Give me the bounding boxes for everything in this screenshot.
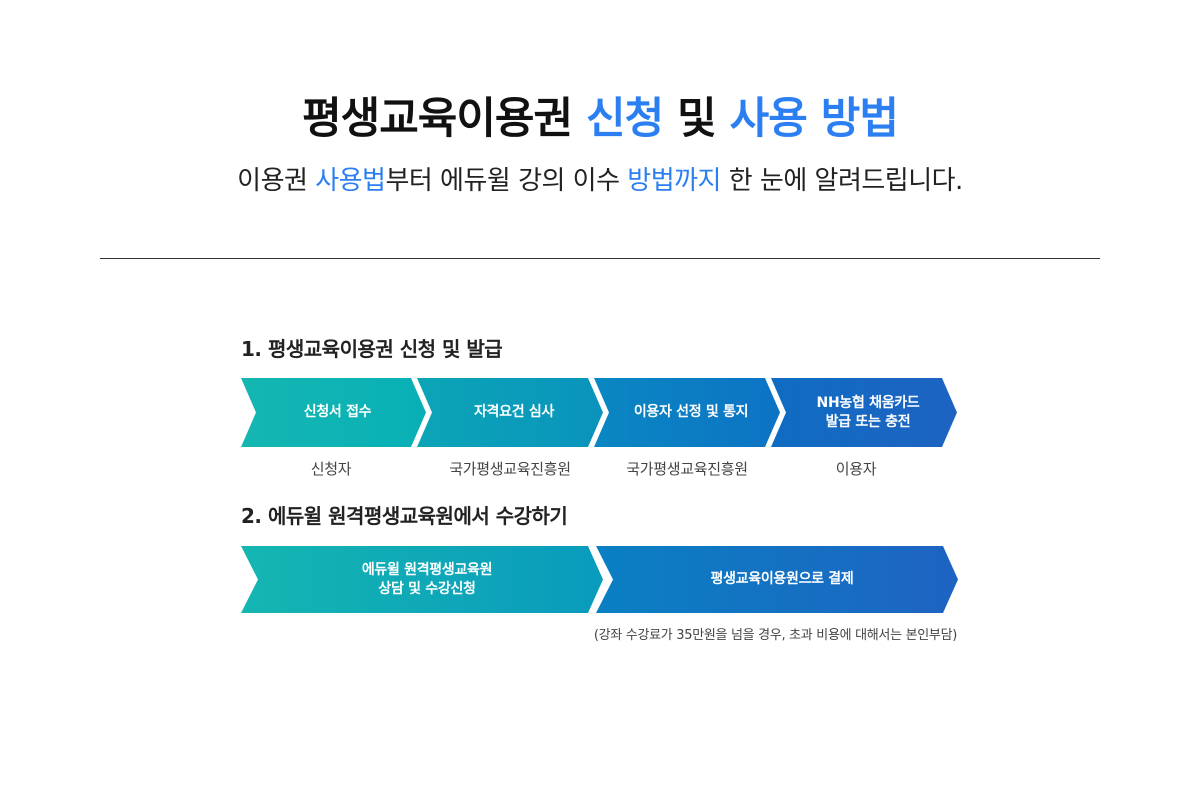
section2-heading: 2. 에듀윌 원격평생교육원에서 수강하기 [241, 504, 568, 528]
step-label: NH농협 채움카드 발급 또는 충전 [817, 394, 920, 432]
step-selection-notice: 이용자 선정 및 통지 [594, 378, 780, 447]
step-label-line: 신청서 접수 [303, 404, 372, 420]
step-label-line: 자격요건 심사 [473, 404, 555, 420]
title-text-highlight-2: 사용 방법 [729, 94, 899, 144]
step-label: 평생교육이용원으로 결제 [711, 570, 854, 589]
title-text-2: 및 [677, 94, 717, 144]
section-divider [100, 258, 1100, 259]
payment-note: (강좌 수강료가 35만원을 넘을 경우, 초과 비용에 대해서는 본인부담) [593, 628, 957, 643]
step-consult-enroll: 에듀윌 원격평생교육원 상담 및 수강신청 [241, 546, 603, 613]
section1-heading: 1. 평생교육이용권 신청 및 발급 [241, 337, 503, 361]
step-label-line: NH농협 채움카드 [816, 394, 920, 411]
step-label-line: 에듀윌 원격평생교육원 [361, 561, 493, 578]
subtitle-text-1: 이용권 [237, 166, 316, 196]
step-actor: 신청자 [310, 460, 352, 478]
step-card-issue: NH농협 채움카드 발급 또는 충전 [771, 378, 957, 447]
step-label-line: 상담 및 수강신청 [378, 580, 476, 597]
step-label: 이용자 선정 및 통지 [633, 403, 749, 422]
title-text-1: 평생교육이용권 [302, 94, 573, 144]
step-label: 신청서 접수 [303, 403, 372, 422]
step-application-received: 신청서 접수 [241, 378, 426, 447]
step-eligibility-review: 자격요건 심사 [417, 378, 603, 447]
step-label: 자격요건 심사 [474, 403, 554, 422]
step-actor: 국가평생교육진흥원 [449, 460, 571, 478]
subtitle-highlight-1: 사용법 [315, 166, 386, 196]
step-label-line: 발급 또는 충전 [825, 413, 911, 430]
step-label-line: 이용자 선정 및 통지 [633, 404, 749, 420]
step-payment: 평생교육이용원으로 결제 [596, 546, 958, 613]
step-actor: 이용자 [835, 460, 877, 478]
subtitle-text-2: 부터 에듀윌 강의 이수 [385, 166, 628, 196]
subtitle-highlight-2: 방법까지 [627, 166, 721, 196]
subtitle-text-3: 한 눈에 알려드립니다. [720, 166, 964, 196]
page-subtitle: 이용권 사용법부터 에듀윌 강의 이수 방법까지 한 눈에 알려드립니다. [0, 160, 1200, 197]
step-actor: 국가평생교육진흥원 [626, 460, 748, 478]
step-label-line: 평생교육이용원으로 결제 [710, 571, 854, 587]
page-title: 평생교육이용권 신청 및 사용 방법 [0, 84, 1200, 146]
title-text-highlight-1: 신청 [586, 94, 664, 144]
step-label: 에듀윌 원격평생교육원 상담 및 수강신청 [361, 561, 493, 599]
